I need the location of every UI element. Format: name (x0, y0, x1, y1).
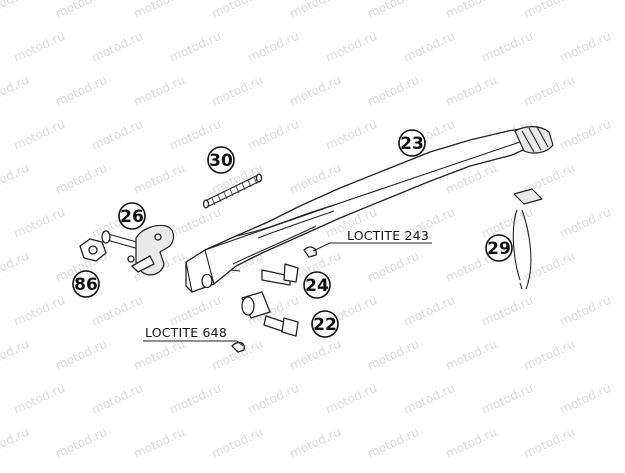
watermark-text: motod.ru (365, 337, 421, 373)
callout-30-label: 30 (209, 151, 233, 171)
watermark-text: motod.ru (167, 29, 223, 65)
watermark-text: motod.ru (245, 117, 301, 153)
leader-lines (236, 242, 331, 347)
watermark-text: motod.ru (365, 249, 421, 285)
watermark-text: motod.ru (401, 29, 457, 65)
watermark-text: motod.ru (443, 425, 499, 461)
watermark-text: motod.ru (401, 381, 457, 417)
watermark-text: motod.ru (287, 337, 343, 373)
watermark-text: motod.ru (53, 73, 109, 109)
watermark-text: motod.ru (521, 73, 577, 109)
callout-23-label: 23 (400, 134, 424, 154)
callout-26: 26 (118, 202, 146, 230)
watermark-text: motod.ru (131, 73, 187, 109)
watermark-text: motod.ru (521, 0, 577, 21)
pivot-bolt-and-bracket (101, 224, 175, 276)
watermark-text: motod.ru (131, 0, 187, 21)
callout-29-label: 29 (487, 239, 511, 259)
watermark-text: motod.ru (53, 161, 109, 197)
watermark-text: motod.ru (479, 381, 535, 417)
watermark-text: motod.ru (11, 205, 67, 241)
watermark-text: motod.ru (557, 117, 613, 153)
watermark-text: motod.ru (557, 381, 613, 417)
watermark-text: motod.ru (365, 425, 421, 461)
note-loctite-243: LOCTITE 243 (330, 228, 432, 244)
callout-22-label: 22 (313, 315, 337, 335)
watermark-text: motod.ru (53, 337, 109, 373)
side-stand-leg (185, 126, 554, 293)
watermark-text: motod.ru (53, 425, 109, 461)
watermark-text: motod.ru (167, 293, 223, 329)
nut (79, 238, 107, 262)
watermark-text: motod.ru (0, 161, 31, 197)
watermark-text: motod.ru (131, 161, 187, 197)
watermark-text: motod.ru (209, 73, 265, 109)
callout-24: 24 (303, 271, 331, 299)
watermark-text: motod.ru (401, 293, 457, 329)
watermark-text: motod.ru (245, 29, 301, 65)
watermark-text: motod.ru (443, 337, 499, 373)
spring (202, 173, 263, 209)
callout-86-label: 86 (74, 275, 98, 295)
callout-24-label: 24 (305, 276, 329, 296)
watermark-text: motod.ru (11, 293, 67, 329)
callout-86: 86 (72, 270, 100, 298)
callout-30: 30 (207, 146, 235, 174)
watermark-text: motod.ru (557, 293, 613, 329)
watermark-text: motod.ru (443, 0, 499, 21)
watermark-text: motod.ru (287, 425, 343, 461)
watermark-text: motod.ru (245, 381, 301, 417)
watermark-text: motod.ru (323, 117, 379, 153)
watermark-text: motod.ru (89, 381, 145, 417)
watermark-text: motod.ru (479, 205, 535, 241)
callout-26-label: 26 (120, 207, 144, 227)
watermark-text: motod.ru (521, 425, 577, 461)
watermark-text: motod.ru (479, 293, 535, 329)
watermark-text: motod.ru (11, 29, 67, 65)
callout-22: 22 (311, 310, 339, 338)
callout-23: 23 (398, 129, 426, 157)
watermark-text: motod.ru (167, 381, 223, 417)
watermark-text: motod.ru (167, 117, 223, 153)
watermark-text: motod.ru (287, 0, 343, 21)
watermark-text: motod.ru (167, 205, 223, 241)
watermark-text: motod.ru (131, 425, 187, 461)
watermark-text: motod.ru (521, 337, 577, 373)
watermark-text: motod.ru (557, 205, 613, 241)
watermark-text: motod.ru (11, 381, 67, 417)
watermark-text: motod.ru (209, 425, 265, 461)
watermark-text: motod.ru (0, 425, 31, 461)
watermark-text: motod.ru (365, 0, 421, 21)
watermark-text: motod.ru (521, 249, 577, 285)
watermark-text: motod.ru (89, 117, 145, 153)
watermark-text: motod.ru (11, 117, 67, 153)
watermark-text: motod.ru (287, 73, 343, 109)
callout-29: 29 (485, 234, 513, 262)
watermark-text: motod.ru (323, 381, 379, 417)
watermark-text: motod.ru (365, 73, 421, 109)
watermark-text: motod.ru (0, 73, 31, 109)
watermark-text: motod.ru (479, 29, 535, 65)
loctite-648-label: LOCTITE 648 (145, 325, 227, 340)
watermark-text: motod.ru (323, 29, 379, 65)
watermark-text: motod.ru (0, 249, 31, 285)
watermark-text: motod.ru (443, 73, 499, 109)
watermark-text: motod.ru (0, 0, 31, 21)
note-loctite-648: LOCTITE 648 (143, 325, 237, 342)
bolt-24 (230, 246, 317, 286)
loctite-243-label: LOCTITE 243 (347, 228, 429, 243)
rubber-pad-clip (512, 188, 543, 290)
watermark-text: motod.ru (53, 0, 109, 21)
watermark-text: motod.ru (557, 29, 613, 65)
watermark-text: motod.ru (209, 0, 265, 21)
watermark-text: motod.ru (0, 337, 31, 373)
watermark-text: motod.ru (131, 337, 187, 373)
watermark-text: motod.ru (89, 293, 145, 329)
watermark-text: motod.ru (89, 29, 145, 65)
